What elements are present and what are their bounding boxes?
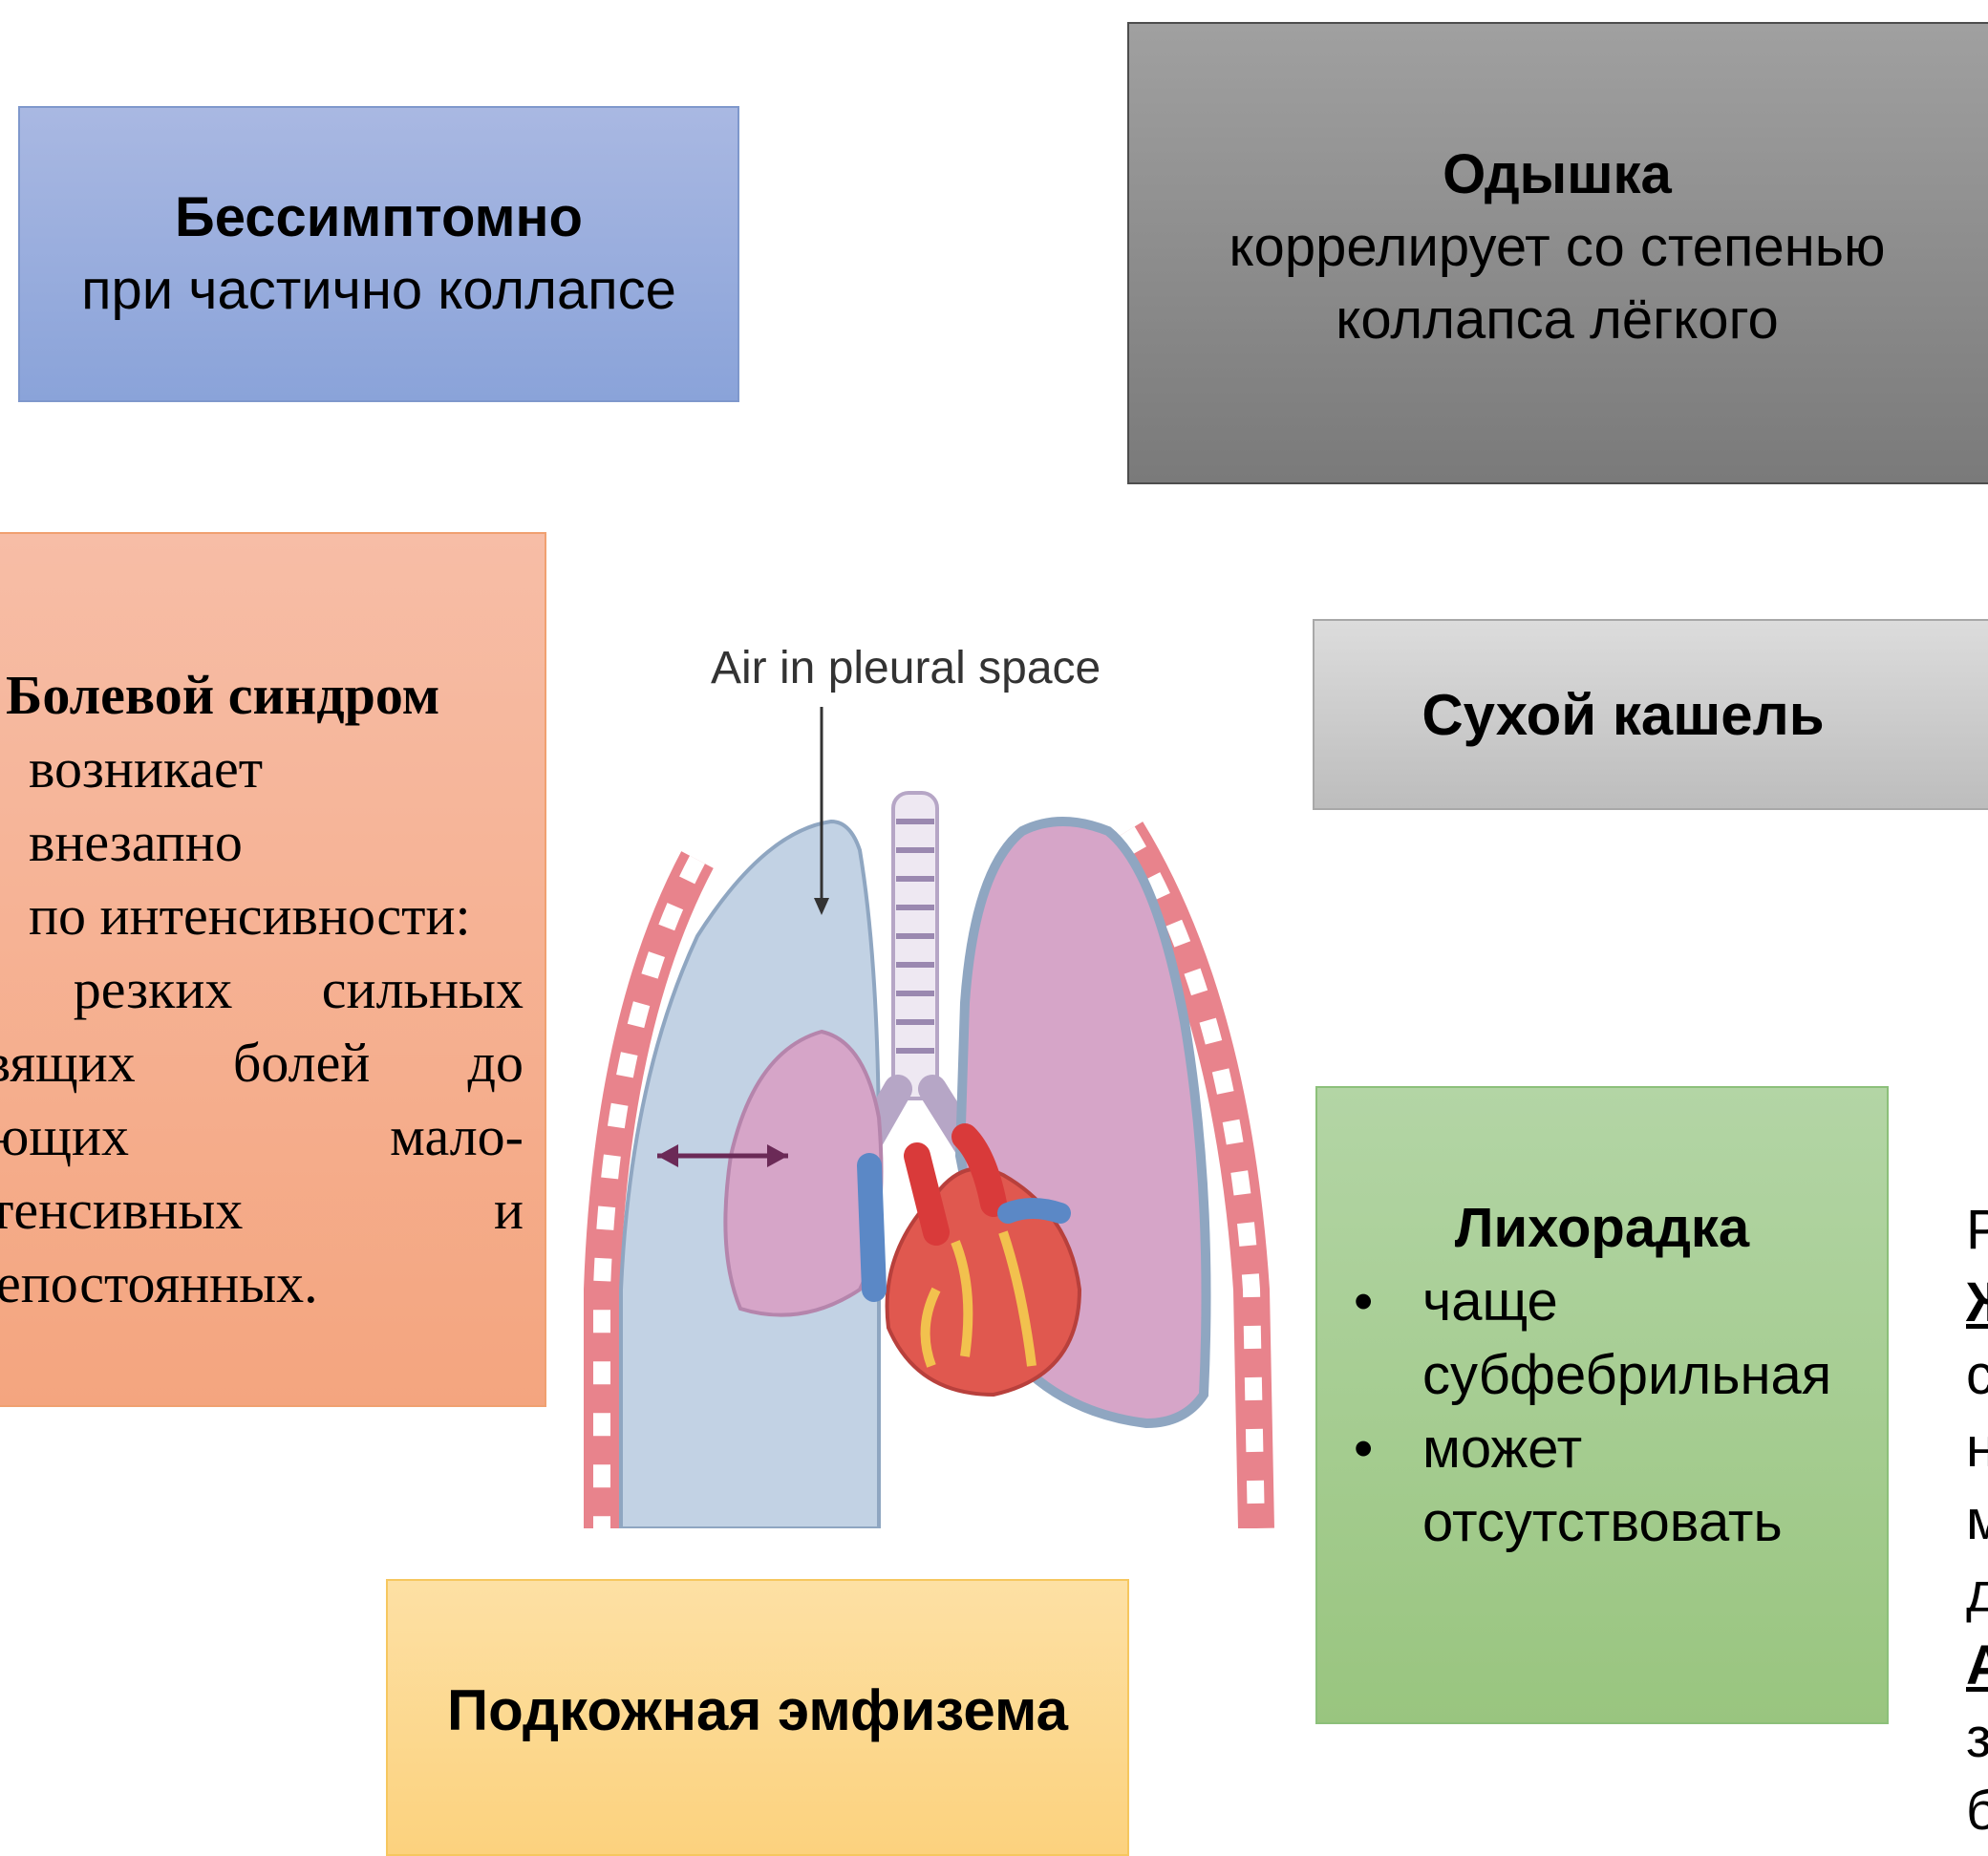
- cough-box: Сухой кашель: [1313, 619, 1988, 810]
- pain-word: авящих: [0, 1026, 136, 1099]
- fever-title: Лихорадка: [1317, 1191, 1887, 1265]
- cough-title: Сухой кашель: [1422, 682, 1824, 748]
- pain-line-4: т резких сильных: [0, 952, 524, 1026]
- pain-line-8: епостоянных.: [0, 1247, 318, 1320]
- cut-text-char: б: [1966, 1775, 1988, 1847]
- pain-line-3: по интенсивности:: [29, 879, 471, 952]
- cut-text-char: Ж: [1966, 1267, 1988, 1339]
- fever-item-line: субфебрильная: [1422, 1338, 1831, 1412]
- lung-illustration: [573, 621, 1299, 1528]
- fever-item-line: отсутствовать: [1422, 1485, 1831, 1559]
- cut-text-char: Р: [1966, 1194, 1988, 1267]
- pain-line-1: возникает: [29, 732, 263, 805]
- dyspnea-line-1: коррелирует со степенью: [1229, 211, 1886, 284]
- dyspnea-line-2: коллапса лёгкого: [1336, 284, 1778, 356]
- cut-text-char: н: [1966, 1412, 1988, 1484]
- pain-word: мало-: [390, 1099, 524, 1173]
- pain-line-5: авящих болей до: [0, 1026, 524, 1099]
- air-in-pleural-space-label: Air in pleural space: [711, 642, 1101, 694]
- fever-item-line: может: [1422, 1412, 1831, 1485]
- vena-cava: [869, 1165, 874, 1290]
- cut-text-char: д: [1966, 1557, 1988, 1630]
- asymptomatic-text: при частично коллапсе: [81, 254, 676, 327]
- cut-text-char: м: [1966, 1484, 1988, 1557]
- pain-word: до: [467, 1026, 524, 1099]
- pain-line-6: оющих мало-: [0, 1099, 524, 1173]
- pain-line-7: нтенсивных и: [0, 1173, 524, 1247]
- fever-list: • чаще субфебрильная • может отсутствова…: [1336, 1265, 1831, 1559]
- bullet-icon: •: [1354, 1265, 1373, 1338]
- pain-word: оющих: [0, 1099, 129, 1173]
- pulmonary-artery: [1008, 1208, 1060, 1213]
- bullet-icon: •: [1354, 1412, 1373, 1485]
- pain-word: сильных: [322, 952, 524, 1026]
- pain-box: Болевой синдром возникает внезапно по ин…: [0, 532, 546, 1407]
- pain-word: нтенсивных: [0, 1173, 243, 1247]
- pain-word: болей: [233, 1026, 370, 1099]
- pain-line-2: внезапно: [29, 805, 243, 879]
- fever-item: • может отсутствовать: [1336, 1412, 1831, 1559]
- asymptomatic-box: Бессимптомно при частично коллапсе: [18, 106, 739, 402]
- emphysema-box: Подкожная эмфизема: [386, 1579, 1129, 1856]
- cut-off-text-column: Р Ж с н м д А з б: [1966, 1194, 1988, 1847]
- fever-item-line: чаще: [1422, 1265, 1831, 1338]
- cut-text-char: з: [1966, 1702, 1988, 1775]
- pain-title: Болевой синдром: [6, 658, 439, 732]
- emphysema-title: Подкожная эмфизема: [447, 1677, 1068, 1743]
- pain-word: и: [494, 1173, 524, 1247]
- pain-word: резких: [74, 952, 233, 1026]
- fever-item: • чаще субфебрильная: [1336, 1265, 1831, 1412]
- dyspnea-box: Одышка коррелирует со степенью коллапса …: [1127, 22, 1988, 484]
- fever-box: Лихорадка • чаще субфебрильная • может о…: [1315, 1086, 1889, 1724]
- dyspnea-title: Одышка: [1443, 139, 1672, 211]
- asymptomatic-title: Бессимптомно: [175, 181, 583, 254]
- cut-text-char: с: [1966, 1339, 1988, 1412]
- cut-text-char: А: [1966, 1630, 1988, 1702]
